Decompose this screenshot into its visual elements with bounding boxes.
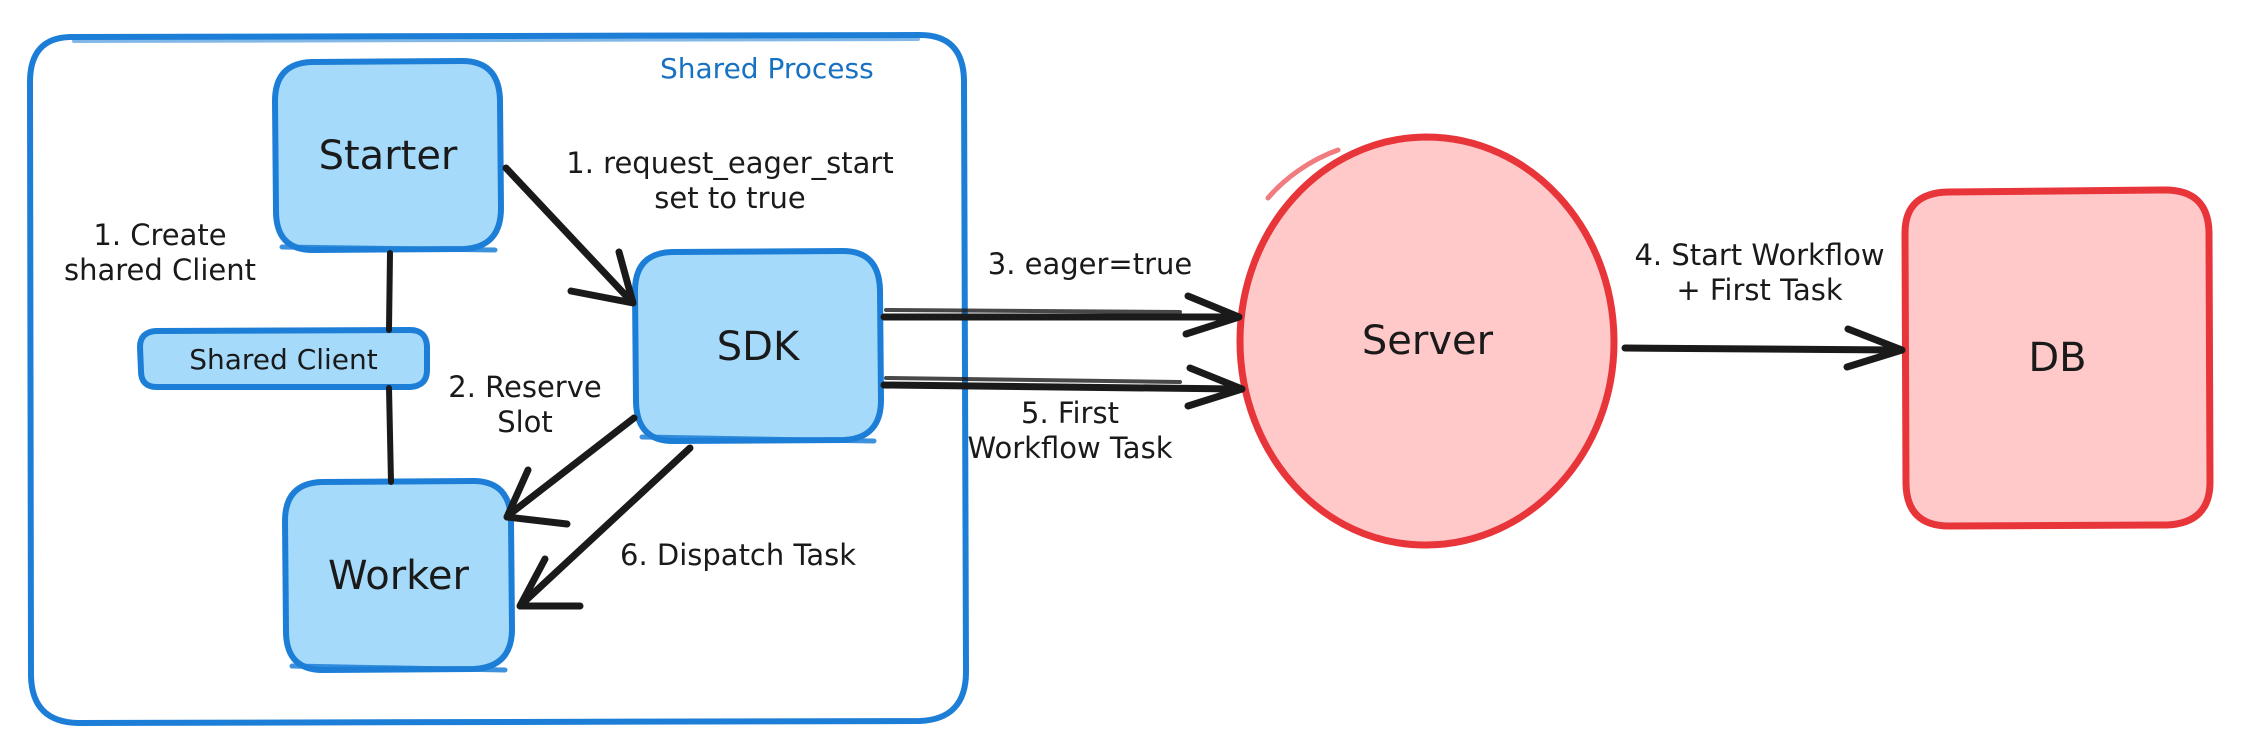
edge-label-first-workflow-task: 5. First Workflow Task [967, 396, 1173, 466]
edge-label-reserve-slot: 2. Reserve Slot [448, 370, 602, 440]
group-shared-process [27, 32, 969, 726]
node-sdk[interactable] [632, 248, 884, 444]
edge-eager-true [880, 292, 1243, 338]
node-worker[interactable] [282, 478, 515, 673]
edge-reserve-slot [503, 414, 638, 528]
edge-create-shared-client [386, 250, 394, 485]
edge-dispatch-task [516, 444, 694, 610]
edge-label-dispatch-task: 6. Dispatch Task [620, 538, 857, 572]
edge-label-create-shared-client: 1. Create shared Client [64, 218, 256, 288]
node-db[interactable] [1901, 186, 2214, 530]
node-starter[interactable] [272, 58, 504, 253]
node-shared-client[interactable] [137, 327, 430, 390]
edge-first-workflow-task [880, 364, 1246, 410]
edge-label-eager-true: 3. eager=true [987, 247, 1193, 281]
edge-label-request-eager-start: 1. request_eager_start set to true [566, 146, 894, 216]
node-server[interactable] [1236, 133, 1618, 549]
edge-start-workflow-first-task [1621, 325, 1906, 371]
edge-label-start-workflow-first-task: 4. Start Workflow + First Task [1634, 238, 1885, 308]
edge-request-eager-start [502, 164, 637, 307]
group-title-shared-process: Shared Process [660, 52, 874, 85]
